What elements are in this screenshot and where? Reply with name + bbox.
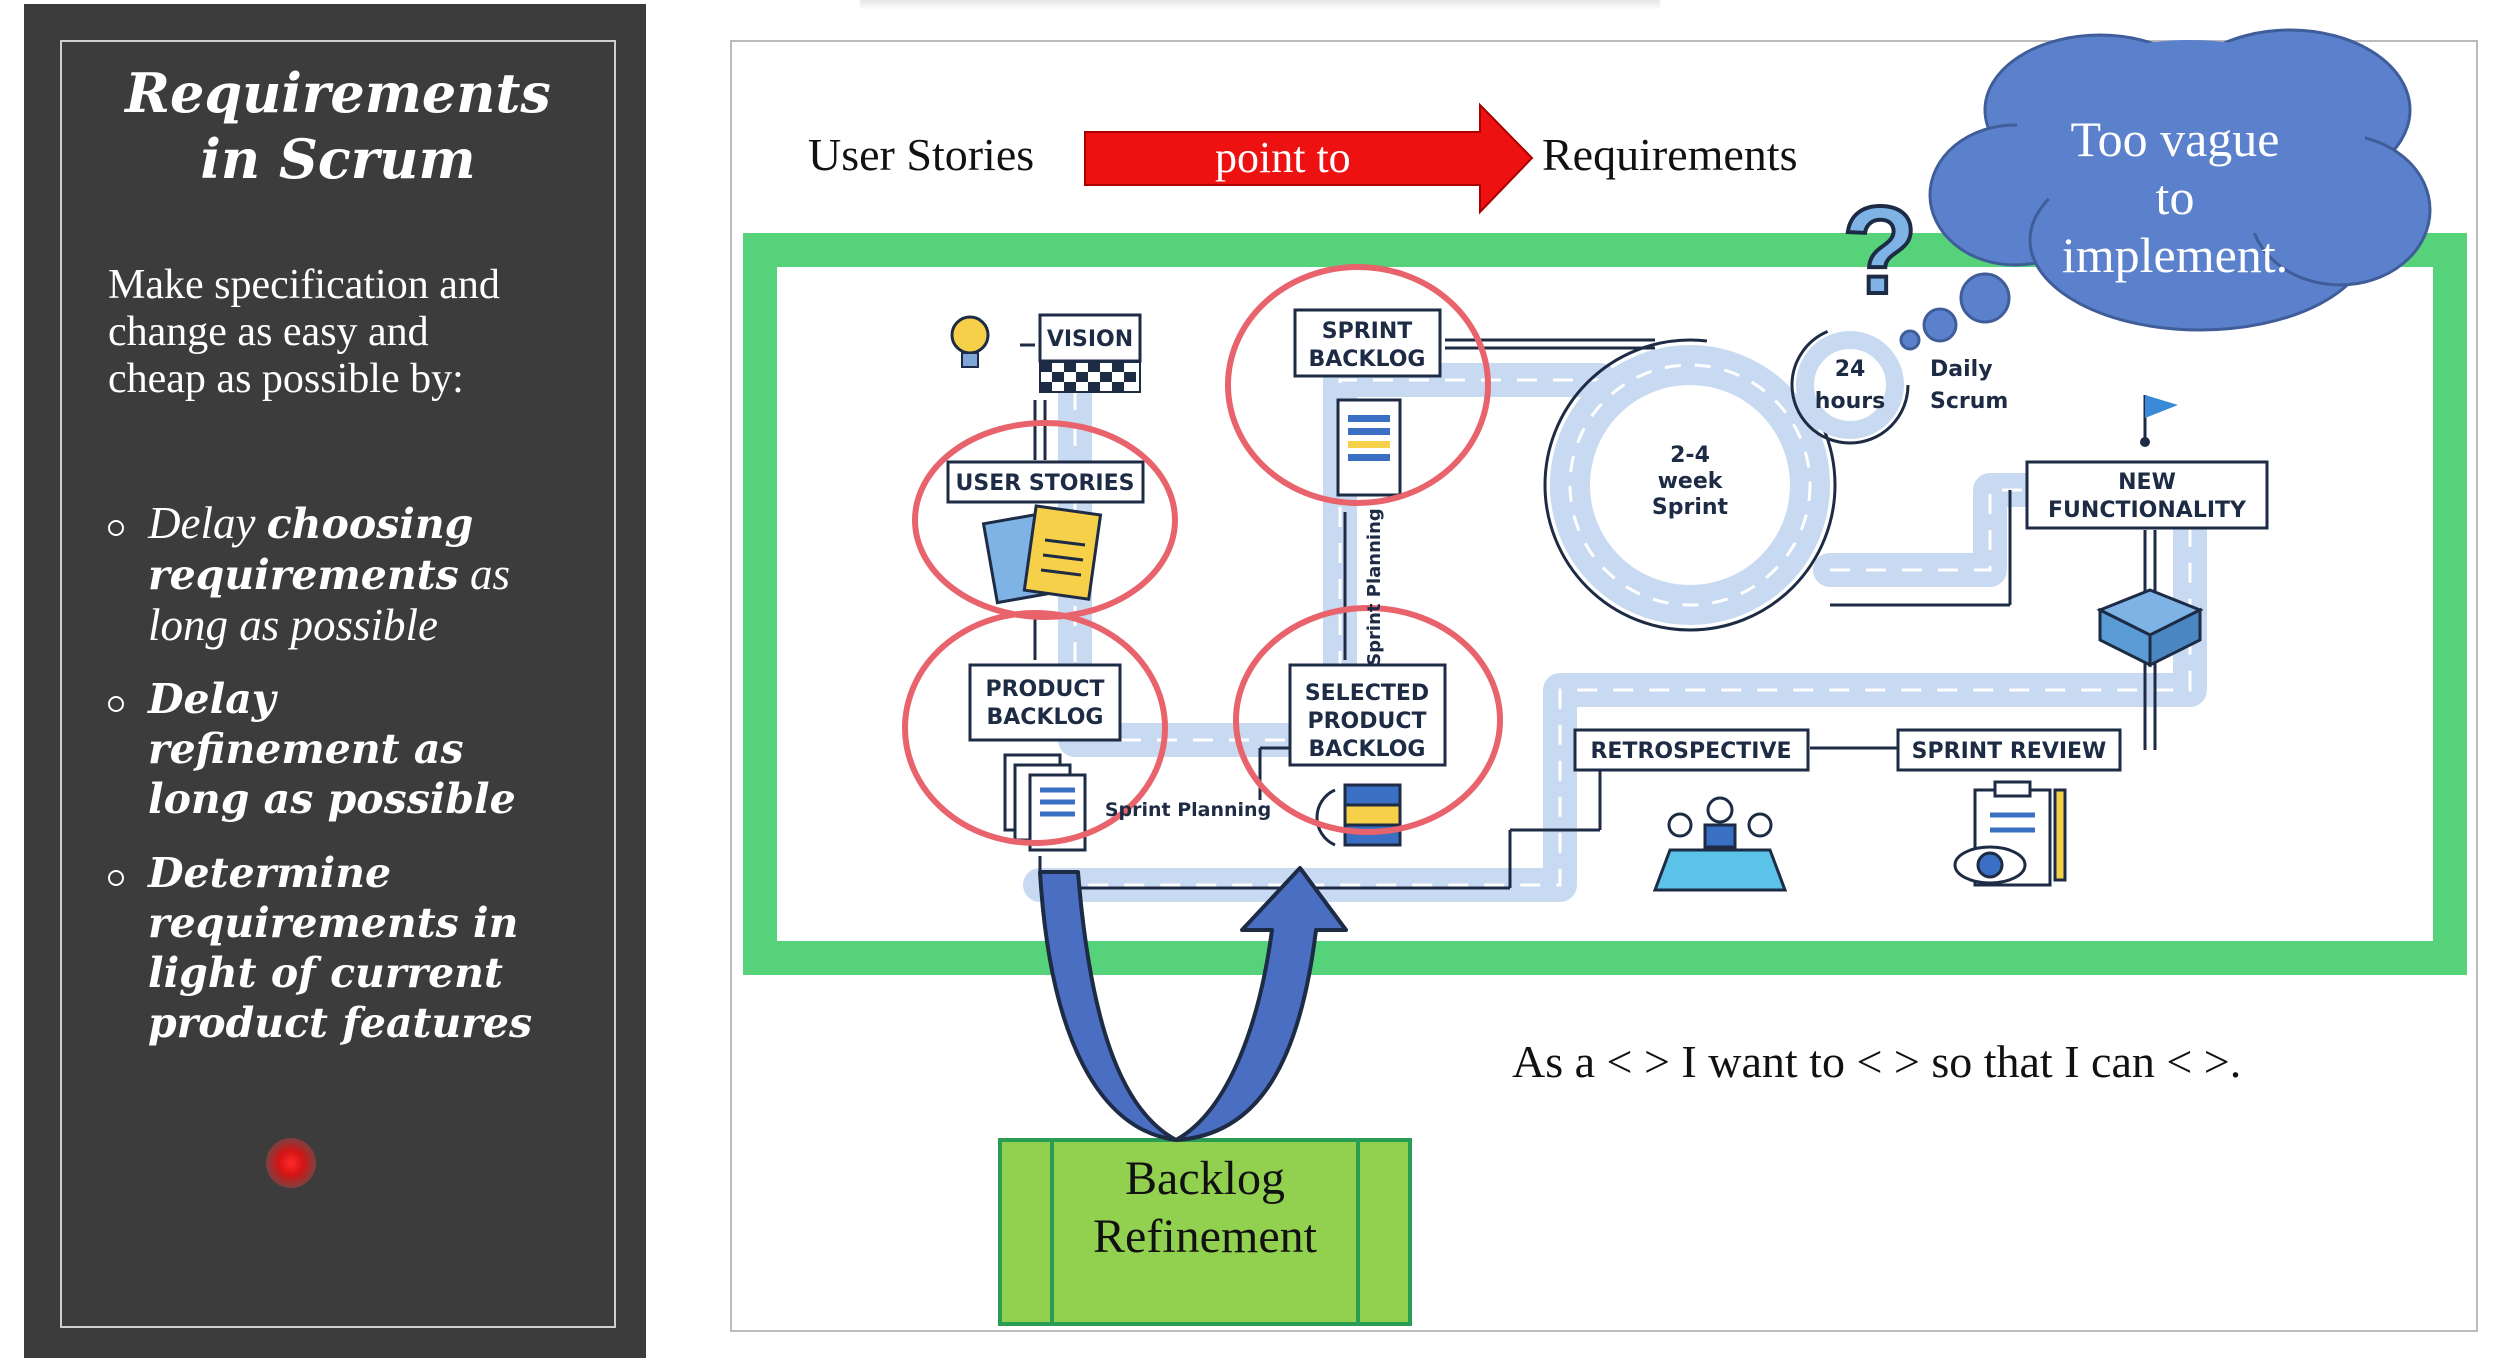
circle-product-backlog (902, 610, 1168, 846)
label-selected-1: SELECTED (1305, 681, 1429, 706)
label-cycle-2: week (1658, 469, 1724, 494)
user-stories-label: User Stories (808, 129, 1035, 180)
label-sprint-planning-v: Sprint Planning (1364, 508, 1385, 666)
green-frame (743, 233, 2467, 975)
backlog-refinement-text: Backlog Refinement (1000, 1150, 1410, 1266)
label-daily-2: Scrum (1930, 389, 2008, 414)
bullet2-line1: Delay (148, 675, 276, 723)
intro-line1: Make specification and (108, 262, 500, 308)
bullet3-line2: requirements in (148, 899, 519, 947)
selected-backlog-box (1288, 663, 1447, 767)
bullet-list: Delay choosing requirements as long as p… (108, 498, 608, 1072)
bullet-circle-icon (108, 696, 124, 712)
bullet-item-delay-refinement: Delay refinement as long as possible (108, 674, 608, 824)
sprint-review-box (1896, 728, 2122, 772)
sprint-backlog-list-icon (1336, 398, 1402, 497)
daily-loop (1796, 331, 1904, 439)
user-stories-box (946, 460, 1145, 504)
label-sprint-backlog-1: SPRINT (1322, 319, 1413, 344)
label-sprint-review: SPRINT REVIEW (1912, 739, 2107, 764)
cloud-line1: Too vague (2070, 111, 2280, 167)
refinement-line1: Backlog (1125, 1152, 1285, 1205)
thought-cloud-icon (1899, 28, 2432, 351)
label-new-func-1: NEW (2118, 470, 2176, 495)
left-panel-frame (60, 40, 616, 1328)
bullet2-line3: long as possible (148, 775, 516, 823)
refinement-curved-arrow-icon (1038, 866, 1348, 1142)
panel-title-line2: in Scrum (200, 127, 476, 191)
label-cycle-3: Sprint (1652, 495, 1729, 520)
bullet1-text-b: choosing (266, 500, 474, 548)
bullet1-text-c: requirements (148, 551, 459, 599)
bullet1-text-d: as (458, 549, 510, 599)
label-selected-3: BACKLOG (1309, 737, 1426, 762)
bullet-circle-icon (108, 870, 124, 886)
bullet-circle-icon (108, 520, 124, 536)
requirements-label: Requirements (1542, 129, 1798, 180)
sprint-cycle-dashes (1568, 363, 1812, 607)
backlog-documents-icon (1003, 753, 1087, 852)
bullet2-line2: refinement as (148, 725, 464, 773)
circle-user-stories (912, 420, 1178, 620)
left-panel (24, 4, 646, 1358)
label-hours-1: 24 (1835, 357, 1866, 382)
highlight-circles (902, 264, 1503, 846)
panel-title: Requirements in Scrum (60, 60, 616, 192)
sprint-backlog-box (1293, 308, 1442, 378)
stacked-blocks-icon (1315, 783, 1402, 847)
product-backlog-box (968, 663, 1122, 742)
top-shadow (860, 0, 1660, 10)
cloud-text: Too vague to implement. (1990, 110, 2360, 284)
label-hours-2: hours (1815, 389, 1885, 414)
bullet3-line1: Determine (148, 849, 392, 897)
bullet-item-determine: Determine requirements in light of curre… (108, 848, 608, 1048)
label-retrospective: RETROSPECTIVE (1590, 739, 1791, 764)
intro-line3: cheap as possible by: (108, 356, 464, 402)
panel-intro: Make specification and change as easy an… (108, 262, 608, 403)
retrospective-box (1573, 728, 1810, 772)
bullet1-text-a: Delay (148, 498, 267, 548)
question-mark-icon: ? (1842, 182, 1918, 320)
diagram-boxes (946, 308, 2269, 772)
goal-flag-icon (2140, 395, 2178, 447)
sprint-cycle-arrow (1543, 338, 1837, 632)
label-selected-2: PRODUCT (1307, 709, 1426, 734)
backlog-refinement-box (998, 1138, 1412, 1326)
red-arrow-icon (1084, 102, 1534, 215)
lightbulb-icon (950, 315, 990, 368)
team-meeting-icon (1652, 796, 1788, 892)
story-cards-icon (981, 504, 1103, 605)
bullet3-line3: light of current (148, 949, 503, 997)
bullet-item-delay-choosing: Delay choosing requirements as long as p… (108, 498, 608, 650)
checkered-flag-icon (1039, 361, 1141, 393)
label-product-backlog-2: BACKLOG (987, 705, 1104, 730)
label-vision: VISION (1047, 327, 1133, 352)
new-functionality-box (2025, 460, 2269, 530)
label-sprint-backlog-2: BACKLOG (1309, 347, 1426, 372)
cloud-line3: implement. (2061, 227, 2289, 283)
circle-selected-backlog (1233, 605, 1503, 835)
panel-title-line1: Requirements (125, 61, 551, 125)
bullet3-line4: product features (148, 999, 533, 1047)
label-user-stories: USER STORIES (956, 471, 1135, 496)
cloud-line2: to (2155, 169, 2195, 225)
label-new-func-2: FUNCTIONALITY (2048, 498, 2247, 523)
circle-sprint-backlog (1225, 264, 1491, 506)
review-clipboard-icon (1953, 780, 2067, 887)
daily-loop-arrow (1790, 325, 1910, 445)
refinement-line2: Refinement (1093, 1210, 1317, 1263)
intro-line2: change as easy and (108, 309, 429, 355)
user-story-template: As a < > I want to < > so that I can < >… (1512, 1036, 2242, 1087)
laser-pointer-dot (266, 1138, 316, 1188)
vision-box (1038, 313, 1142, 363)
label-daily-1: Daily (1930, 357, 1993, 382)
label-sprint-planning-h: Sprint Planning (1105, 799, 1271, 821)
label-product-backlog-1: PRODUCT (985, 677, 1104, 702)
label-cycle-1: 2-4 (1670, 443, 1710, 468)
point-to-label: point to (1215, 133, 1351, 182)
bullet1-text-e: long as possible (148, 600, 439, 650)
package-icon (2096, 588, 2204, 668)
